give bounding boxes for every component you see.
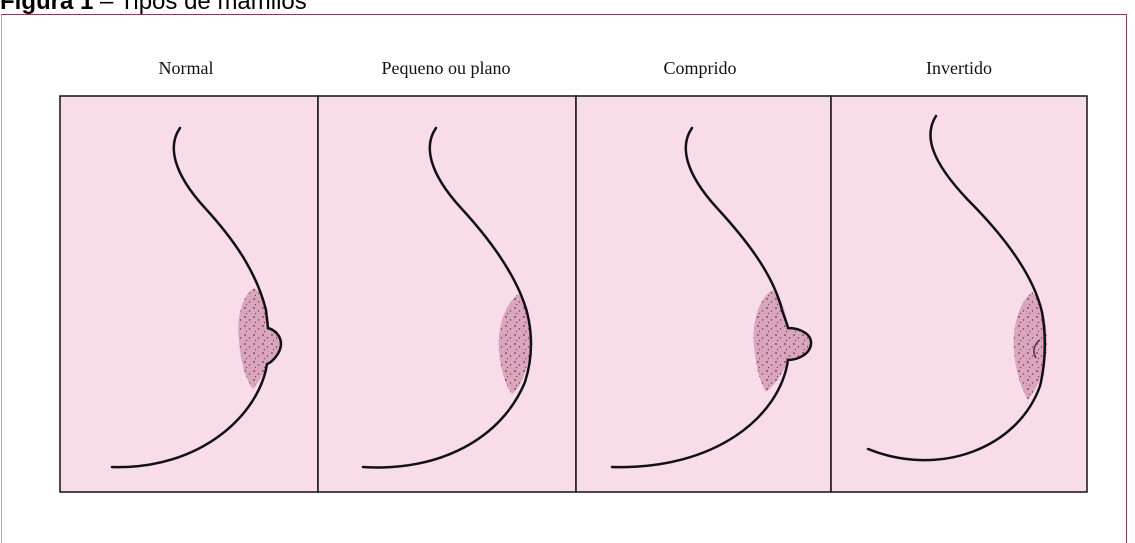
panel-long (576, 96, 831, 492)
panel-background (318, 96, 576, 492)
panel-flat (318, 96, 576, 492)
panel-background (831, 96, 1087, 492)
panel-background (60, 96, 318, 492)
panel-inverted (831, 96, 1087, 492)
panel-background (576, 96, 831, 492)
panel-normal (60, 96, 318, 492)
